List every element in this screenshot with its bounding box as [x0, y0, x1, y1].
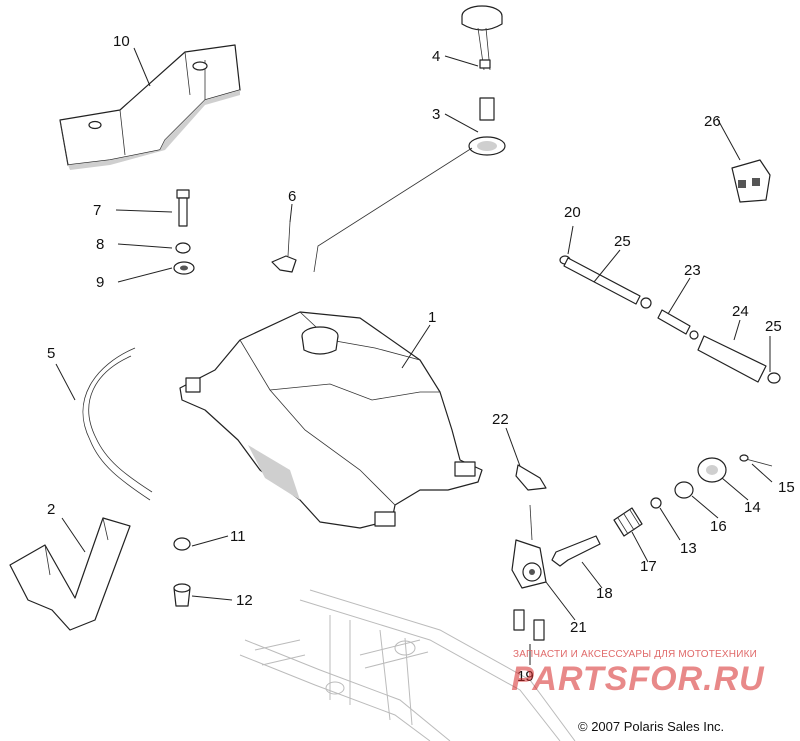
filler-tube-line — [313, 147, 473, 273]
label-part-19: 19 — [517, 668, 534, 685]
label-part-18: 18 — [596, 585, 613, 602]
label-part-16: 16 — [710, 518, 727, 535]
label-part-1: 1 — [428, 309, 436, 326]
bracket-part-10 — [59, 44, 241, 170]
label-part-21: 21 — [570, 619, 587, 636]
label-part-6: 6 — [288, 188, 296, 205]
label-part-26: 26 — [704, 113, 721, 130]
fuel-cap-part-4 — [461, 5, 503, 71]
washer-part-9 — [173, 261, 195, 275]
copyright-notice: © 2007 Polaris Sales Inc. — [578, 719, 725, 734]
label-part-25-lower: 25 — [765, 318, 782, 335]
bolt-part-7 — [176, 189, 190, 227]
part-labels: 10 4 3 6 7 8 9 1 5 2 11 12 22 26 20 25 2… — [47, 33, 795, 685]
fuel-line-part-5 — [82, 347, 153, 501]
label-part-2: 2 — [47, 501, 55, 518]
gasket-part-22 — [515, 464, 547, 491]
lever-part-18 — [551, 535, 601, 567]
label-part-4: 4 — [432, 48, 440, 65]
pad-part-2 — [9, 517, 131, 631]
fittings-part-19 — [513, 609, 545, 641]
o-ring-part-13 — [650, 497, 662, 509]
label-part-11: 11 — [230, 528, 246, 545]
label-part-5: 5 — [47, 345, 55, 362]
label-part-17: 17 — [640, 558, 657, 575]
watermark-tagline: ЗАПЧАСТИ И АКСЕССУАРЫ ДЛЯ МОТОТЕХНИКИ — [512, 649, 758, 660]
label-part-13: 13 — [680, 540, 697, 557]
label-part-25-upper: 25 — [614, 233, 631, 250]
spring-part-17 — [613, 507, 643, 537]
sender-part-26 — [731, 159, 771, 203]
knob-part-14 — [697, 457, 727, 483]
fuel-tank-part-1 — [179, 311, 483, 529]
label-part-12: 12 — [236, 592, 253, 609]
screw-part-15 — [739, 454, 773, 467]
label-part-15: 15 — [778, 479, 795, 496]
label-part-23: 23 — [684, 262, 701, 279]
label-part-20: 20 — [564, 204, 581, 221]
label-part-10: 10 — [113, 33, 130, 50]
lock-washer-part-8 — [175, 242, 191, 254]
label-part-24: 24 — [732, 303, 749, 320]
grommet-part-11 — [173, 537, 191, 551]
leader-lines — [55, 47, 773, 665]
filler-neck-part-3 — [468, 97, 506, 156]
spacer-part-16 — [674, 481, 694, 499]
label-part-3: 3 — [432, 106, 440, 123]
label-part-22: 22 — [492, 411, 509, 428]
label-part-8: 8 — [96, 236, 104, 253]
frame-drawing — [239, 589, 576, 741]
watermark-brand: PARTSFOR.RU — [511, 660, 765, 698]
clip-part-6 — [271, 221, 297, 273]
label-part-9: 9 — [96, 274, 104, 291]
label-part-7: 7 — [93, 202, 101, 219]
vent-hose-assembly — [559, 255, 781, 384]
grommet-part-12 — [173, 583, 191, 607]
label-part-14: 14 — [744, 499, 761, 516]
fuel-valve-part-21 — [511, 504, 547, 589]
